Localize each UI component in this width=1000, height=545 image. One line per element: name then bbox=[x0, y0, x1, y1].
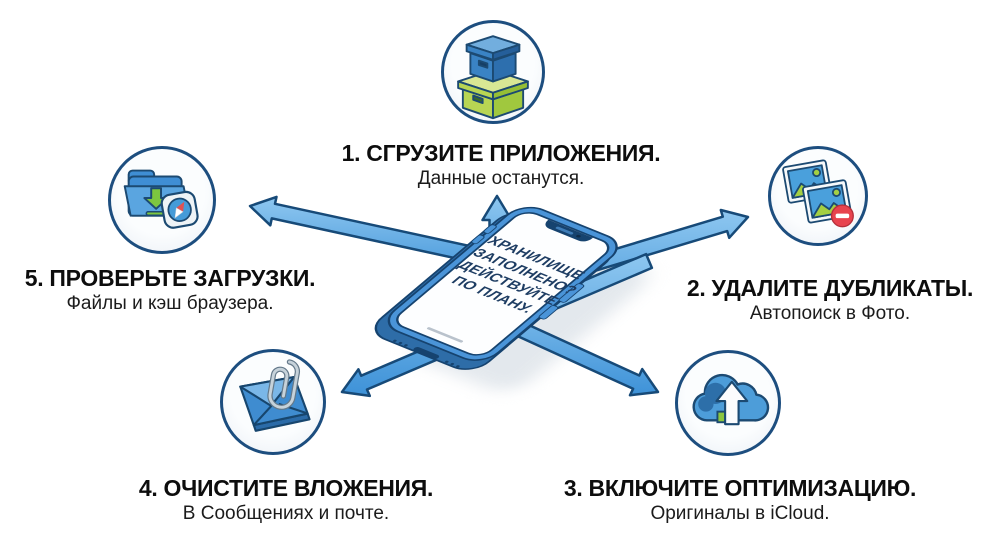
step-5-text: 5. ПРОВЕРЬТЕ ЗАГРУЗКИ. Файлы и кэш брауз… bbox=[0, 266, 370, 315]
step-5-title: 5. ПРОВЕРЬТЕ ЗАГРУЗКИ. bbox=[24, 265, 316, 291]
step-2-title: 2. УДАЛИТЕ ДУБЛИКАТЫ. bbox=[686, 275, 974, 301]
step-2-text: 2. УДАЛИТЕ ДУБЛИКАТЫ. Автопоиск в Фото. bbox=[630, 276, 1000, 325]
step-3-circle bbox=[675, 350, 781, 456]
storage-boxes-icon bbox=[457, 35, 529, 120]
step-5-subtitle: Файлы и кэш браузера. bbox=[66, 293, 274, 314]
paperclip-icon bbox=[267, 359, 300, 410]
step-2-circle bbox=[768, 146, 868, 246]
safari-compass-icon bbox=[160, 190, 199, 229]
step-5-circle bbox=[108, 146, 216, 254]
step-3-title: 3. ВКЛЮЧИТЕ ОПТИМИЗАЦИЮ. bbox=[563, 475, 917, 501]
step-2-subtitle: Автопоиск в Фото. bbox=[749, 303, 911, 324]
step-4-circle bbox=[220, 349, 326, 455]
remove-badge-icon bbox=[830, 204, 854, 228]
step-4-subtitle: В Сообщениях и почте. bbox=[182, 503, 390, 524]
step-4-title: 4. ОЧИСТИТЕ ВЛОЖЕНИЯ. bbox=[138, 475, 434, 501]
step-1-title: 1. СГРУЗИТЕ ПРИЛОЖЕНИЯ. bbox=[341, 140, 661, 166]
step-1-subtitle: Данные останутся. bbox=[417, 168, 585, 189]
step-4-text: 4. ОЧИСТИТЕ ВЛОЖЕНИЯ. В Сообщениях и поч… bbox=[86, 476, 486, 525]
step-3-subtitle: Оригиналы в iCloud. bbox=[650, 503, 830, 524]
step-1-circle bbox=[441, 20, 545, 124]
duplicate-photos-icon bbox=[782, 159, 854, 228]
mail-attachment-icon bbox=[239, 359, 311, 432]
icloud-upload-icon bbox=[692, 373, 770, 426]
step-1-text: 1. СГРУЗИТЕ ПРИЛОЖЕНИЯ. Данные останутся… bbox=[301, 141, 701, 190]
downloads-folder-icon bbox=[123, 169, 199, 229]
step-3-text: 3. ВКЛЮЧИТЕ ОПТИМИЗАЦИЮ. Оригиналы в iCl… bbox=[540, 476, 940, 525]
